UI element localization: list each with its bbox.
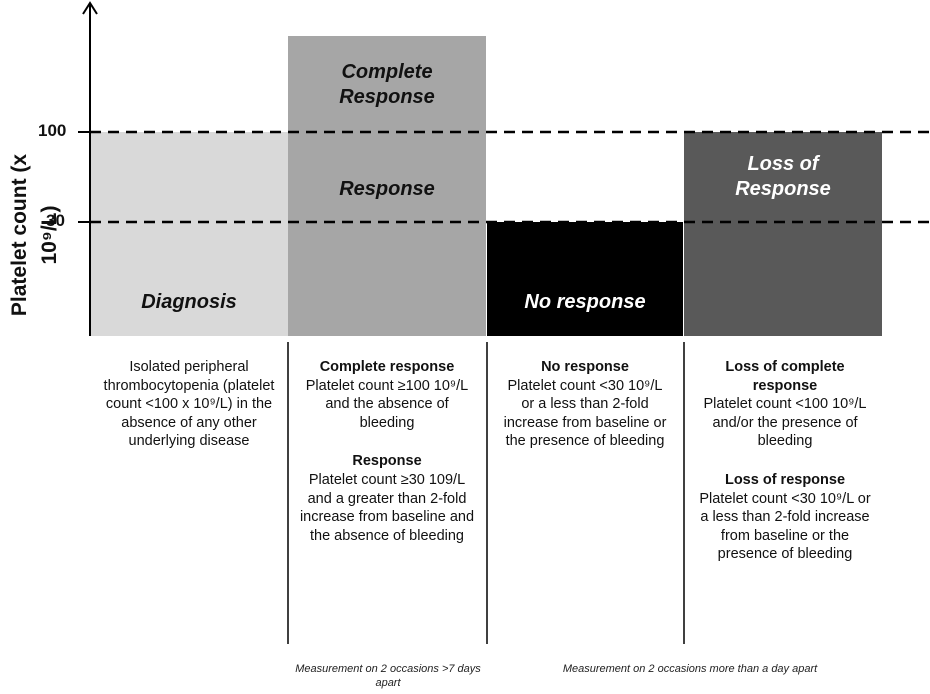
response-heading: Response — [352, 453, 422, 470]
diagnosis-bar — [90, 132, 288, 336]
later-measurement-note: Measurement on 2 occasions more than a d… — [562, 663, 818, 675]
loss-of-response-text: Platelet count <30 10⁹/L or a less than … — [699, 490, 871, 563]
y-axis-label: Platelet count (x 10⁹/L) — [8, 153, 61, 317]
loss-description: Loss of complete response Platelet count… — [696, 358, 874, 564]
no-response-text: Platelet count <30 10⁹/L or a less than … — [503, 377, 667, 450]
loss-of-complete-response-text: Platelet count <100 10⁹/L and/or the pre… — [703, 396, 867, 450]
diagnosis-description: Isolated peripheral thrombocytopenia (pl… — [98, 358, 280, 451]
no-response-description: No response Platelet count <30 10⁹/L or … — [500, 358, 670, 451]
response-measurement-note: Measurement on 2 occasions >7 days apart — [295, 663, 481, 689]
tick-label-30: 30 — [46, 211, 65, 230]
diagnosis-label: Diagnosis — [141, 291, 237, 313]
response-label: Response — [339, 178, 435, 200]
loss-of-response-heading: Loss of response — [724, 471, 846, 488]
response-text: Platelet count ≥30 109/L and a greater t… — [299, 471, 475, 544]
tick-label-100: 100 — [38, 121, 67, 140]
response-description: Complete response Platelet count ≥100 10… — [296, 358, 478, 545]
no-response-bar — [487, 222, 683, 336]
no-response-heading: No response — [541, 359, 629, 375]
loss-of-response-bar — [684, 132, 882, 336]
loss-of-response-label: Loss of Response — [735, 153, 831, 200]
no-response-label: No response — [524, 291, 646, 313]
response-bar — [288, 36, 486, 336]
complete-response-label: Complete Response — [339, 61, 435, 108]
complete-response-text: Platelet count ≥100 10⁹/L and the absenc… — [305, 377, 469, 431]
loss-of-complete-response-heading: Loss of complete response — [725, 359, 845, 394]
complete-response-heading: Complete response — [319, 359, 455, 375]
y-axis-arrow-icon — [82, 1, 98, 15]
diagnosis-text: Isolated peripheral thrombocytopenia (pl… — [103, 359, 275, 450]
